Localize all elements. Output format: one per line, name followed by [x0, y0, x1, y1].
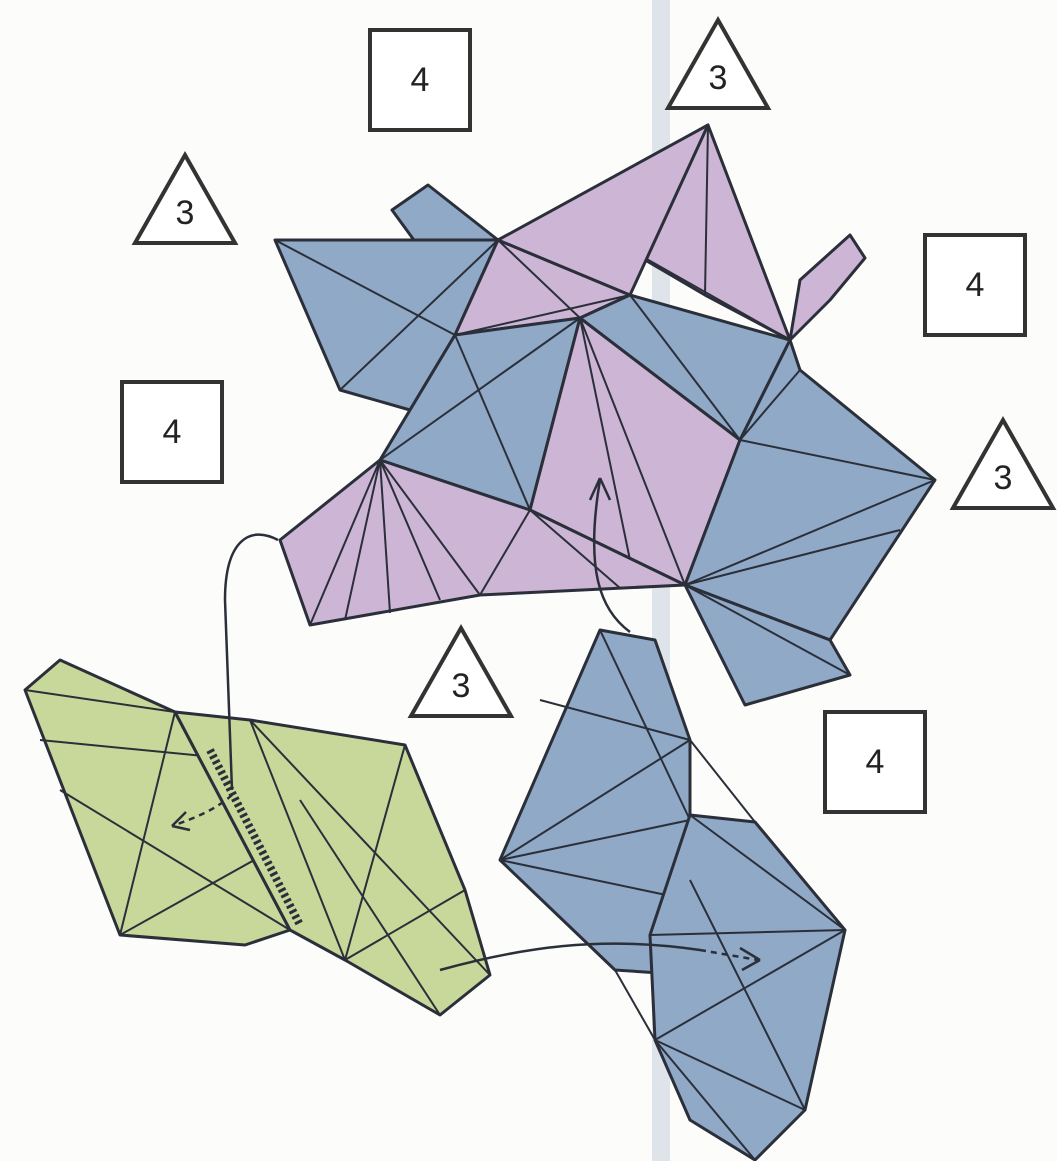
purple-tab-top-right: [790, 235, 865, 340]
badge-label: 4: [411, 61, 430, 99]
triangle-badge: 3: [411, 628, 511, 716]
square-badge: 4: [925, 235, 1025, 335]
triangle-badge: 3: [953, 420, 1053, 508]
crease: [690, 740, 755, 822]
square-badge: 4: [825, 712, 925, 812]
badge-label: 4: [163, 413, 182, 451]
lower-right-net: [500, 630, 845, 1160]
square-badge: 4: [370, 30, 470, 130]
badge-label: 3: [176, 194, 195, 232]
triangle-badge: 3: [135, 155, 235, 243]
square-badge: 4: [122, 382, 222, 482]
badge-label: 3: [709, 59, 728, 97]
upper-net: [275, 125, 935, 705]
badge-label: 4: [866, 743, 885, 781]
triangle-badge: 3: [668, 20, 768, 108]
crease: [615, 970, 655, 1040]
badge-label: 3: [452, 667, 471, 705]
badge-label: 3: [994, 459, 1013, 497]
badge-label: 4: [966, 266, 985, 304]
